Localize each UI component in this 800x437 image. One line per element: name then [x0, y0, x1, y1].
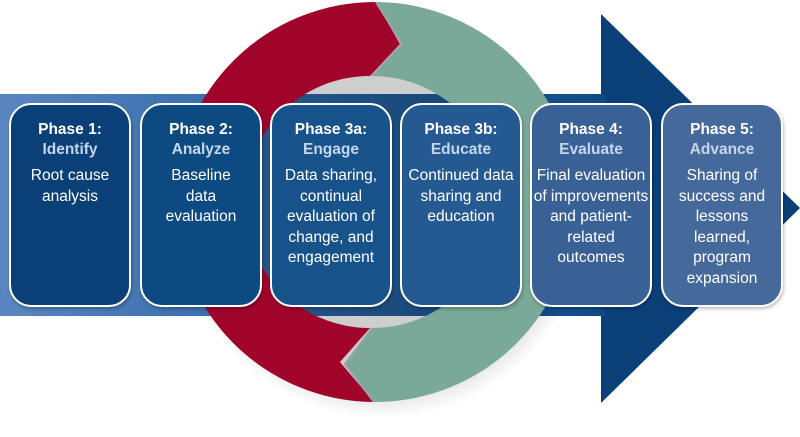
phase-description: Baseline data evaluation [165, 167, 237, 225]
phase-name: Advance [689, 141, 755, 158]
phase-number: Phase 3a: [294, 121, 368, 138]
phase-description: Data sharing, continual evaluation of ch… [284, 167, 378, 266]
phase-number: Phase 4: [559, 121, 623, 138]
phase-card-3a: Phase 3a: Engage Data sharing, continual… [270, 103, 392, 307]
phase-name: Engage [303, 141, 359, 158]
phase-name: Educate [430, 141, 492, 158]
phase-name: Analyze [171, 141, 231, 158]
phase-description: Sharing of success and lessons learned, … [678, 167, 766, 287]
cycle-arrow-teal [345, 2, 576, 403]
phase-card-4: Phase 4: Evaluate Final evaluation of im… [530, 103, 652, 307]
phase-number: Phase 5: [690, 121, 754, 138]
phase-description: Final evaluation of improvements and pat… [533, 167, 649, 266]
phase-number: Phase 2: [169, 121, 233, 138]
phase-card-2: Phase 2: Analyze Baseline data evaluatio… [140, 103, 262, 307]
phase-description: Continued data sharing and education [408, 167, 514, 225]
phase-name: Identify [42, 141, 98, 158]
phase-card-3b: Phase 3b: Educate Continued data sharing… [400, 103, 522, 307]
phase-description: Root cause analysis [30, 167, 110, 205]
phase-number: Phase 3b: [424, 121, 498, 138]
phase-card-1: Phase 1: Identify Root cause analysis [9, 103, 131, 307]
phase-name: Evaluate [559, 141, 623, 158]
phase-card-5: Phase 5: Advance Sharing of success and … [661, 103, 783, 307]
phase-number: Phase 1: [38, 121, 102, 138]
